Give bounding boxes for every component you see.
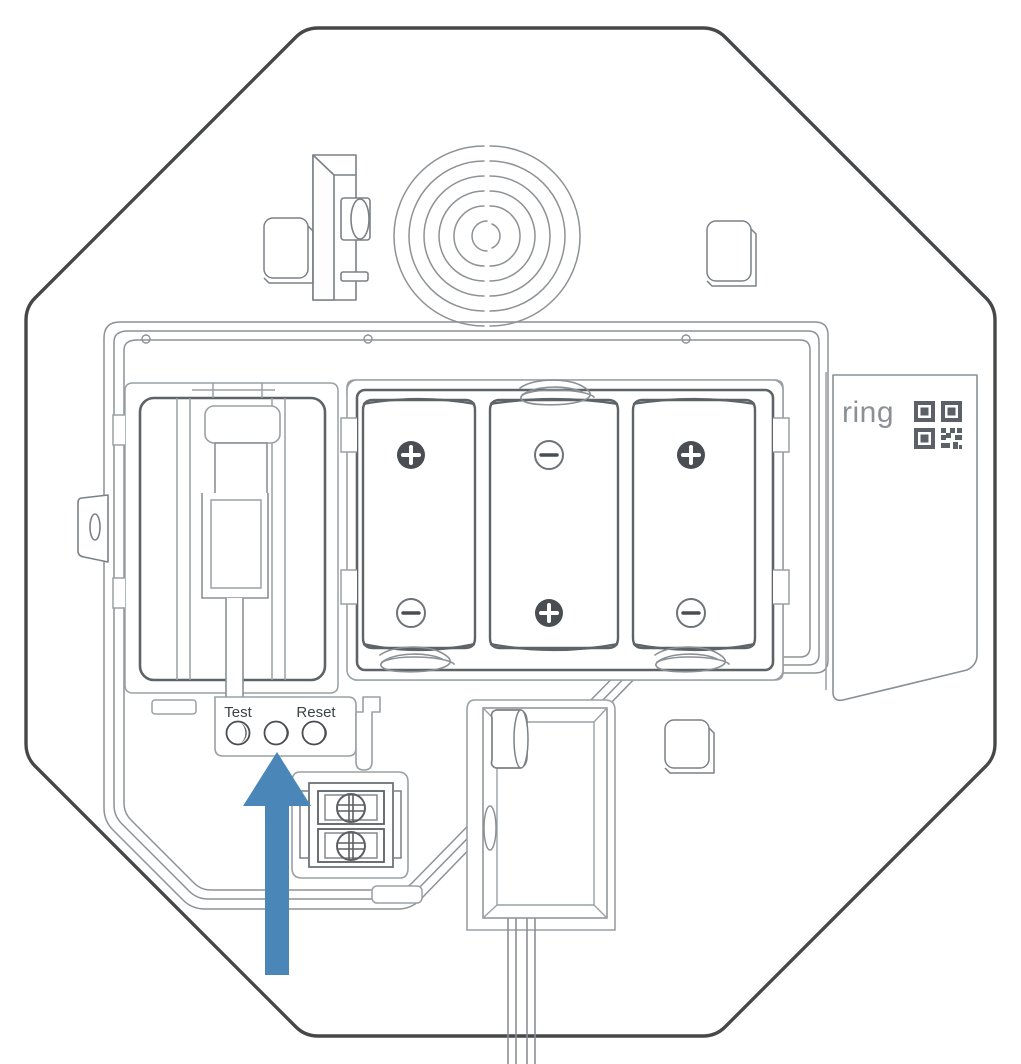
- mounting-tab: [77, 494, 109, 563]
- callout-arrow: [243, 752, 311, 975]
- standoff-pad-top-right: [706, 220, 757, 287]
- indicator-reset[interactable]: [301, 720, 327, 746]
- power-cable: [507, 918, 536, 1064]
- ring-wordmark: ring: [842, 396, 894, 429]
- backup-battery-module: [112, 382, 339, 715]
- test-label: Test: [224, 704, 252, 721]
- battery-cell-2: [488, 379, 620, 652]
- chassis-screw-holes: [141, 334, 691, 344]
- indicator-status[interactable]: [263, 720, 289, 746]
- standoff-pads: [263, 217, 757, 774]
- standoff-pad-bottom-right: [664, 719, 715, 774]
- battery-cell-3: [631, 397, 757, 673]
- indicator-test[interactable]: [225, 720, 251, 746]
- reset-label: Reset: [296, 704, 336, 721]
- screw-terminal-block: [291, 771, 409, 879]
- battery-terminal-plus: [677, 441, 705, 469]
- battery-terminal-minus: [396, 598, 426, 628]
- power-cable-port: [466, 699, 616, 1064]
- barrel-connector-icon: [490, 709, 529, 769]
- battery-terminal-minus: [534, 440, 564, 470]
- speaker-grille-icon: [393, 145, 581, 327]
- qr-code-icon: [914, 401, 962, 449]
- battery-terminal-plus: [535, 599, 563, 627]
- standoff-pad-top-left: [263, 217, 314, 284]
- battery-terminal-minus: [676, 598, 706, 628]
- battery-terminal-plus: [397, 441, 425, 469]
- product-label: ring: [825, 372, 978, 702]
- chassis-lower-tab: [371, 885, 423, 904]
- battery-cell-1: [361, 397, 477, 673]
- tamper-switch-module: [312, 154, 371, 301]
- panel-clip: [355, 696, 381, 771]
